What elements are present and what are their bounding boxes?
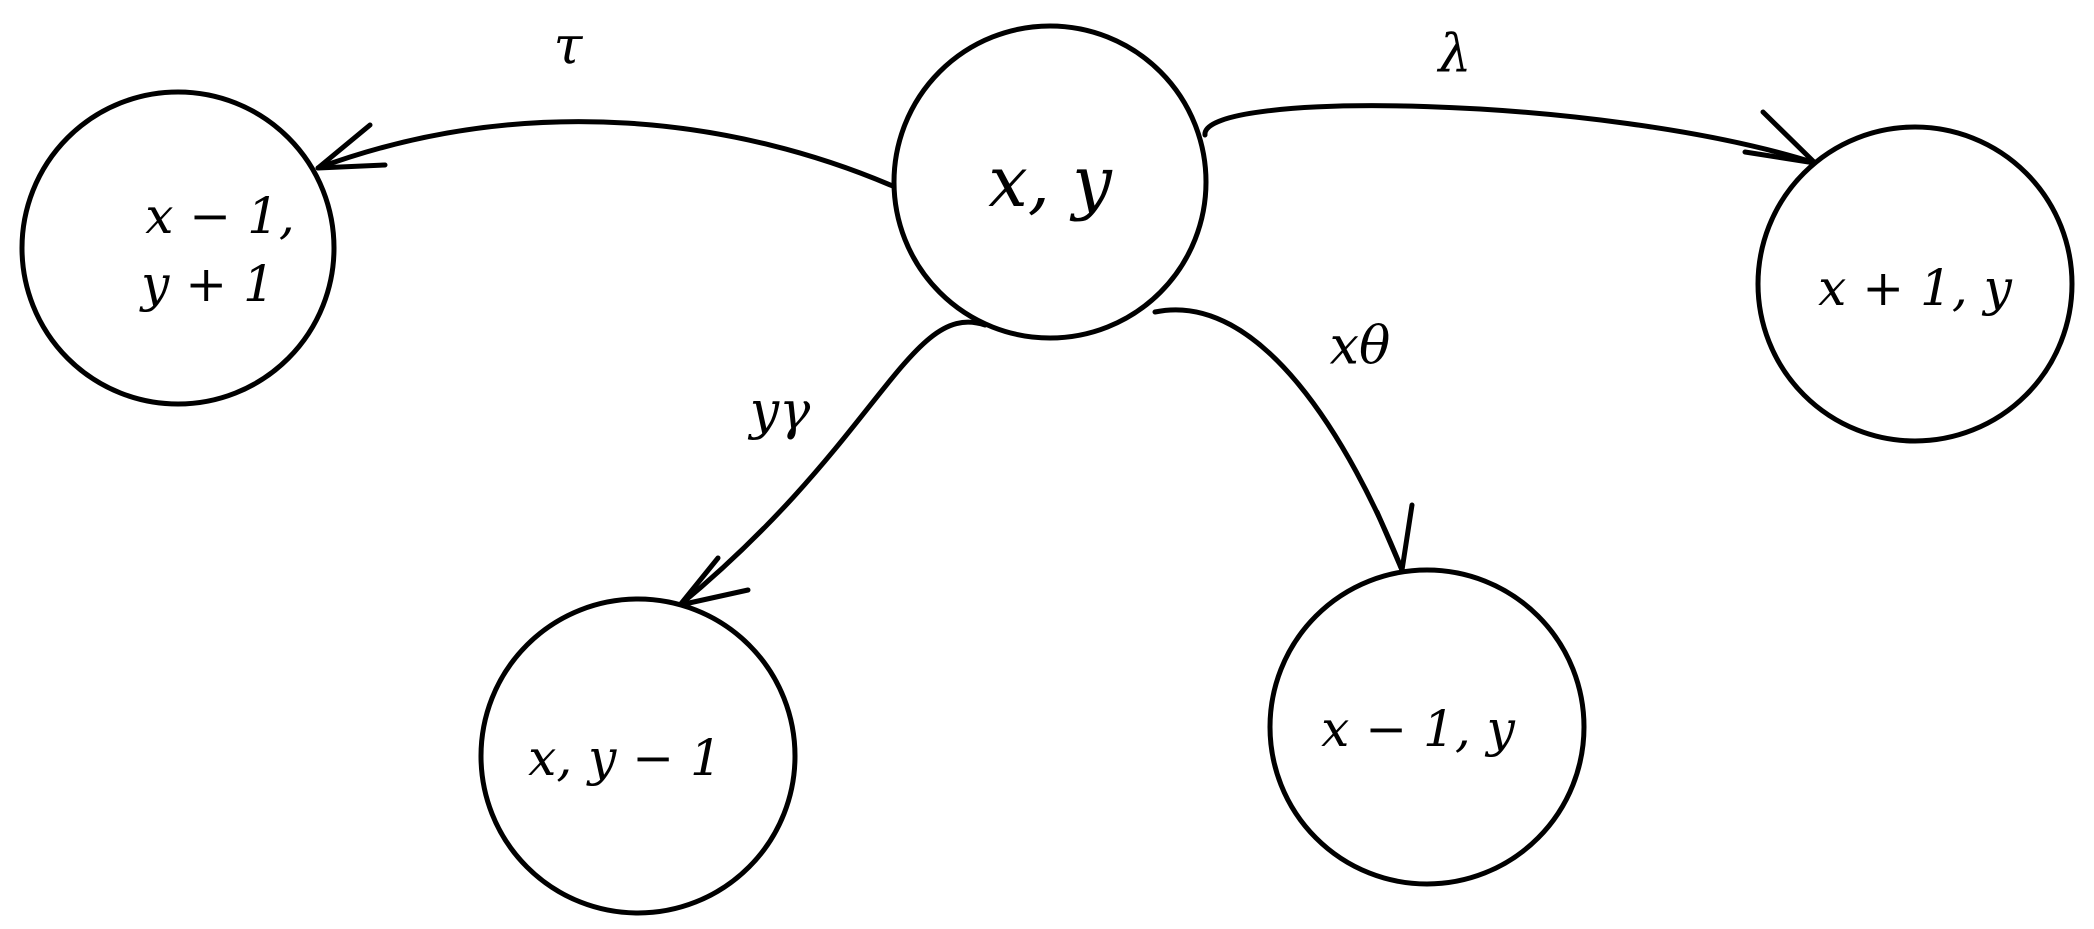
edge-to-top-left <box>315 119 898 190</box>
node-top-left: x − 1, y + 1 <box>19 89 337 407</box>
node-bottom-left: x, y − 1 <box>478 596 798 916</box>
node-top-left-line2: y + 1 <box>139 255 275 313</box>
edge-label-y-gamma: yγ <box>748 382 811 442</box>
edge-to-right <box>1202 103 1818 166</box>
edge-label-x-theta: xθ <box>1330 317 1391 377</box>
node-right-label: x + 1, y <box>1818 259 2012 317</box>
arrowhead-bottom-right <box>1374 502 1415 573</box>
edge-label-tau: τ <box>554 17 584 77</box>
node-bottom-left-label: x, y − 1 <box>528 729 722 787</box>
node-bottom-right: x − 1, y <box>1267 567 1587 887</box>
arrowhead-right <box>1742 109 1818 166</box>
node-bottom-right-label: x − 1, y <box>1321 700 1515 758</box>
node-top-left-line1: x − 1, <box>145 187 295 245</box>
edge-label-lambda: λ <box>1437 25 1472 85</box>
edge-to-bottom-left <box>677 319 988 608</box>
node-center-label: x, y <box>988 141 1113 223</box>
arrowhead-top-left <box>315 122 388 171</box>
node-right: x + 1, y <box>1755 124 2075 444</box>
node-center: x, y <box>891 23 1209 341</box>
